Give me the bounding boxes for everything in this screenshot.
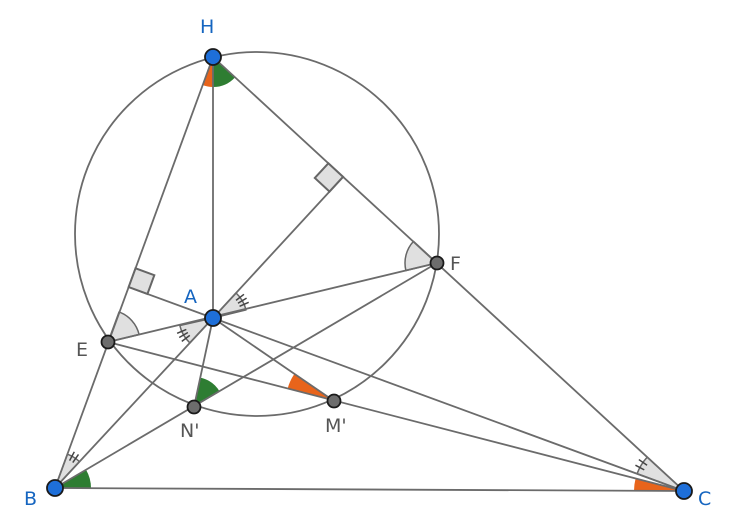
perpendicular-A-HC [212, 176, 344, 319]
segment-HC [212, 56, 685, 492]
label-A: A [184, 286, 197, 308]
point-B [46, 479, 64, 497]
angle-H-green [213, 57, 236, 87]
point-labels: H A B C E F N' M' [24, 16, 711, 510]
angle-C-gray-tick [638, 458, 648, 466]
segments [54, 56, 685, 492]
angle-A-right-tick [239, 301, 250, 308]
angle-A-right-tick [235, 293, 245, 301]
angle-C-gray-tick [635, 464, 645, 471]
angle-A-left-tick [176, 328, 187, 334]
point-M [326, 393, 342, 409]
point-C [675, 482, 693, 500]
point-N [186, 399, 202, 415]
segment-BF [54, 262, 438, 489]
point-F [429, 255, 445, 271]
label-C: C [698, 488, 711, 510]
label-H: H [200, 16, 214, 38]
segment-AM [212, 317, 335, 402]
circle [74, 51, 440, 417]
right-angle-HB [127, 267, 156, 296]
point-H [204, 48, 222, 66]
points [46, 48, 693, 500]
segment-EC [107, 341, 685, 492]
point-E [100, 334, 116, 350]
angle-A-left-tick [181, 334, 191, 342]
point-A [204, 309, 222, 327]
angle-M-orange [287, 373, 334, 401]
angle-N-green [194, 377, 220, 407]
label-E: E [76, 339, 88, 361]
segment-AC [212, 317, 685, 492]
label-F: F [450, 253, 461, 275]
angle-B-gray-tick [72, 453, 80, 464]
label-N-prime: N' [180, 420, 199, 442]
segment-BC [54, 487, 685, 492]
label-M-prime: M' [325, 415, 347, 437]
segment-AN [193, 317, 214, 408]
segment-EF [107, 262, 438, 343]
angle-A-left-tick [178, 331, 189, 339]
right-angle-HC [313, 161, 345, 193]
angle-A-right-tick [237, 297, 247, 304]
right-angle-marks [127, 161, 345, 296]
segment-BA [54, 317, 214, 489]
label-B: B [24, 488, 37, 510]
angle-B-gray-tick [68, 451, 75, 462]
